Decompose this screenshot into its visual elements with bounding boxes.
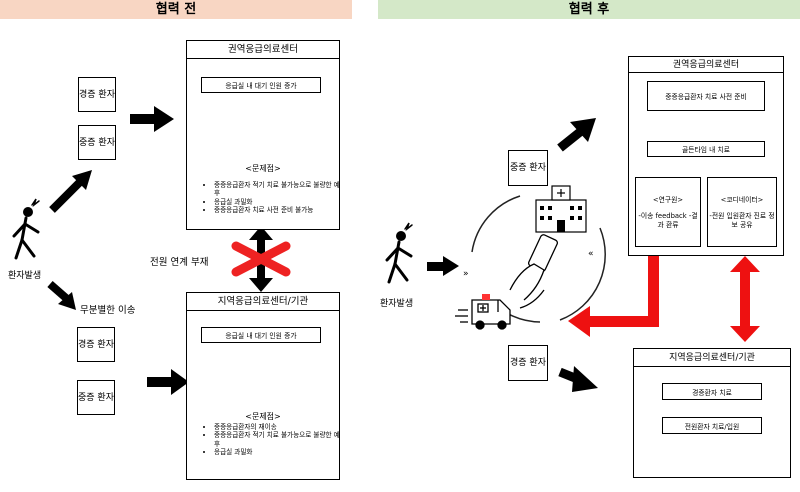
researcher-box: <연구원> -이송 feedback -결과 환류 [635, 177, 701, 247]
patient-event-label-after: 환자발생 [380, 299, 414, 309]
researcher-body: -이송 feedback -결과 환류 [638, 212, 698, 229]
problem-item: 중증응급환자 적기 치료 불가능으로 불량한 예후 [214, 431, 342, 448]
arrow-up-right-before [49, 170, 92, 213]
transfer-gap-label: 전원 연계 부재 [150, 257, 209, 268]
severe-patient-label-after: 중증 환자 [510, 163, 546, 173]
red-return-arrow [568, 252, 659, 337]
patient-event-label-before: 환자발생 [8, 271, 42, 281]
header-after: 협력 후 [378, 0, 800, 19]
arrow-to-local-after [558, 366, 598, 392]
mild-patient-box-after: 경증 환자 [508, 345, 548, 381]
patient-figure-after [385, 222, 413, 284]
problem-item: 응급실 과밀화 [214, 448, 342, 456]
severe-patient-label-2: 중증 환자 [78, 392, 114, 403]
local-center-panel-after: 지역응급의료센터/기관 경증환자 치료 전원환자 치료/입원 [633, 348, 791, 478]
researcher-title: <연구원> [652, 196, 684, 204]
mild-patient-label: 경증 환자 [79, 89, 115, 100]
golden-time-box: 골든타임 내 치료 [647, 141, 765, 157]
patient-figure-before [12, 198, 40, 260]
problem-list-regional: 중증응급환자 적기 치료 불가능으로 불량한 예후 응급실 과밀화 중증응급환자… [203, 181, 342, 215]
local-center-title-before: 지역응급의료센터/기관 [187, 293, 339, 311]
mild-patient-label-2: 경증 환자 [78, 339, 114, 350]
waiting-increase-box-regional: 응급실 내 대기 인원 증가 [201, 77, 321, 93]
svg-text:«: « [588, 249, 594, 259]
red-x-icon [231, 241, 291, 277]
transfer-treatment-box: 전원환자 치료/입원 [662, 417, 762, 434]
arrow-to-regional-after [557, 118, 596, 152]
problem-title-local: <문제점> [245, 412, 281, 421]
arrow-to-local-before [147, 369, 189, 395]
ambulance-icon [455, 294, 511, 330]
regional-center-panel-before: 권역응급의료센터 응급실 내 대기 인원 증가 <문제점> 중증응급환자 적기 … [186, 40, 340, 230]
severe-patient-label: 중증 환자 [79, 137, 115, 148]
problem-list-local: 중증응급환자의 재이송 중증응급환자 적기 치료 불가능으로 불량한 예후 응급… [203, 423, 342, 457]
coordinator-body: -전원 입원환자 진료 정보 공유 [709, 212, 775, 229]
arrow-to-regional-before [130, 106, 174, 132]
regional-center-title-after: 권역응급의료센터 [629, 57, 783, 73]
arrow-to-dispatch-after [427, 256, 459, 276]
mild-patient-label-after: 경증 환자 [510, 358, 546, 368]
severe-patient-box-after: 중증 환자 [508, 150, 548, 186]
waiting-increase-box-local: 응급실 내 대기 인원 증가 [201, 327, 321, 343]
local-center-panel-before: 지역응급의료센터/기관 응급실 내 대기 인원 증가 <문제점> 중증응급환자의… [186, 292, 340, 480]
severe-patient-box-before-2: 중증 환자 [77, 380, 115, 415]
mild-treatment-box: 경증환자 치료 [662, 383, 762, 400]
coordinator-box: <코디네이터> -전원 입원환자 진료 정보 공유 [707, 177, 777, 247]
problem-item: 중증응급환자 치료 사전 준비 불가능 [214, 206, 342, 214]
problem-item: 중증응급환자의 재이송 [214, 423, 342, 431]
regional-center-title-before: 권역응급의료센터 [187, 41, 339, 59]
local-center-title-after: 지역응급의료센터/기관 [634, 349, 790, 367]
problem-title-regional: <문제점> [245, 164, 281, 173]
severe-patient-box-before: 중증 환자 [78, 125, 116, 160]
problem-item: 중증응급환자 적기 치료 불가능으로 불량한 예후 [214, 181, 342, 198]
header-before: 협력 전 [0, 0, 352, 19]
svg-text:»: » [463, 269, 469, 279]
hospital-icon [535, 185, 587, 233]
regional-center-panel-after: 권역응급의료센터 중증응급환자 치료 사전 준비 골든타임 내 치료 <연구원>… [628, 56, 784, 256]
arrow-down-right-before [47, 280, 76, 310]
mild-patient-box-before: 경증 환자 [78, 77, 116, 112]
problem-item: 응급실 과밀화 [214, 198, 342, 206]
mild-patient-box-before-2: 경증 환자 [77, 327, 115, 362]
red-double-arrow [730, 256, 760, 342]
random-transfer-label: 무분별한 이송 [80, 305, 136, 316]
phone-hand-icon [509, 234, 559, 309]
coordinator-title: <코디네이터> [720, 196, 764, 204]
pre-preparation-box: 중증응급환자 치료 사전 준비 [647, 81, 765, 111]
